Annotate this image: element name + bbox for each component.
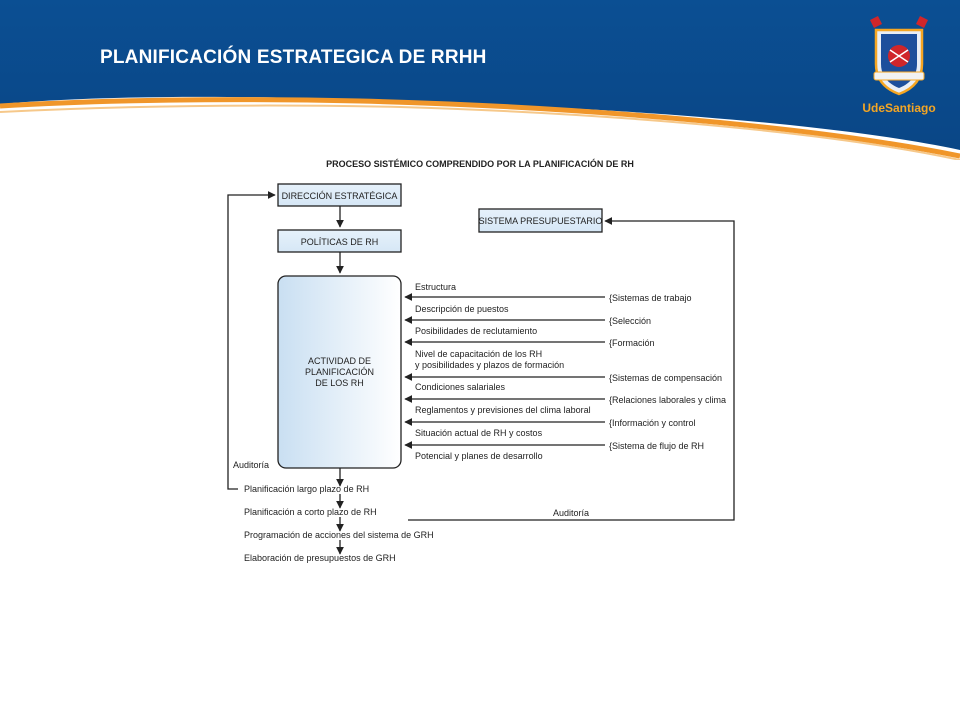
- presupuestario-box: [478, 208, 603, 233]
- audit-loop-right: [408, 217, 735, 521]
- input-label: Descripción de puestos: [415, 304, 509, 314]
- source-label: {Sistemas de trabajo: [609, 293, 692, 303]
- header-band: [0, 0, 960, 160]
- brand-name: UdeSantiago: [862, 101, 936, 115]
- input-label: Potencial y planes de desarrollo: [415, 451, 543, 461]
- source-label: {Formación: [609, 338, 655, 348]
- politicas-label: POLÍTICAS DE RH: [301, 237, 379, 247]
- actividad-line-3: DE LOS RH: [315, 378, 364, 388]
- source-label: {Relaciones laborales y clima: [609, 395, 726, 405]
- slide-title: PLANIFICACIÓN ESTRATEGICA DE RRHH: [100, 47, 487, 68]
- source-label: {Sistema de flujo de RH: [609, 441, 704, 451]
- audit-loop-left: [227, 191, 276, 490]
- source-label: {Selección: [609, 316, 651, 326]
- output-label: Planificación largo plazo de RH: [244, 484, 369, 494]
- input-label: y posibilidades y plazos de formación: [415, 360, 564, 370]
- university-crest-icon: [870, 16, 928, 96]
- source-label: {Información y control: [609, 418, 696, 428]
- direccion-label: DIRECCIÓN ESTRATÉGICA: [282, 191, 398, 201]
- audit-left-label: Auditoría: [233, 460, 269, 470]
- input-label: Situación actual de RH y costos: [415, 428, 543, 438]
- audit-bottom-label: Auditoría: [553, 508, 589, 518]
- input-label: Condiciones salariales: [415, 382, 506, 392]
- output-label: Programación de acciones del sistema de …: [244, 530, 434, 540]
- diagram-heading: PROCESO SISTÉMICO COMPRENDIDO POR LA PLA…: [326, 158, 634, 169]
- input-label: Estructura: [415, 282, 456, 292]
- actividad-line-1: ACTIVIDAD DE: [308, 356, 371, 366]
- source-label: {Sistemas de compensación: [609, 373, 722, 383]
- output-label: Elaboración de presupuestos de GRH: [244, 553, 396, 563]
- presupuestario-label: SISTEMA PRESUPUESTARIO: [479, 216, 603, 226]
- output-label: Planificación a corto plazo de RH: [244, 507, 377, 517]
- input-label: Nivel de capacitación de los RH: [415, 349, 542, 359]
- input-label: Reglamentos y previsiones del clima labo…: [415, 405, 591, 415]
- input-label: Posibilidades de reclutamiento: [415, 326, 537, 336]
- actividad-line-2: PLANIFICACIÓN: [305, 367, 374, 377]
